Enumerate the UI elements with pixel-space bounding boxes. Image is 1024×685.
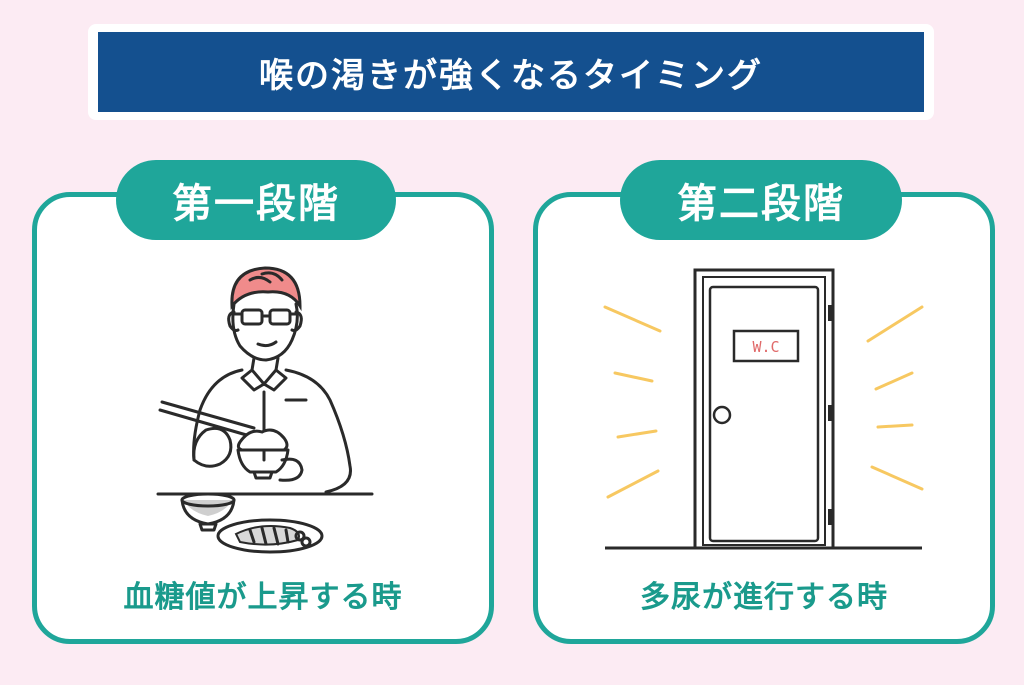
man-eating-illustration <box>156 266 374 554</box>
toilet-door-illustration: W.C <box>603 268 924 550</box>
door-knob-icon <box>712 405 732 425</box>
light-rays-left <box>603 305 662 499</box>
wc-sign-text: W.C <box>752 338 779 356</box>
hair-shape <box>230 266 302 312</box>
wc-sign <box>732 329 800 363</box>
light-rays-right <box>866 305 924 491</box>
stage-one-caption: 血糖値が上昇する時 <box>123 580 403 615</box>
stage-two-label: 第二段階 <box>620 160 902 240</box>
page-title: 喉の渇きが強くなるタイミング <box>98 32 924 112</box>
stage-two-caption: 多尿が進行する時 <box>640 580 888 615</box>
stage-one-label: 第一段階 <box>116 160 396 240</box>
title-frame: 喉の渇きが強くなるタイミング <box>88 24 934 120</box>
